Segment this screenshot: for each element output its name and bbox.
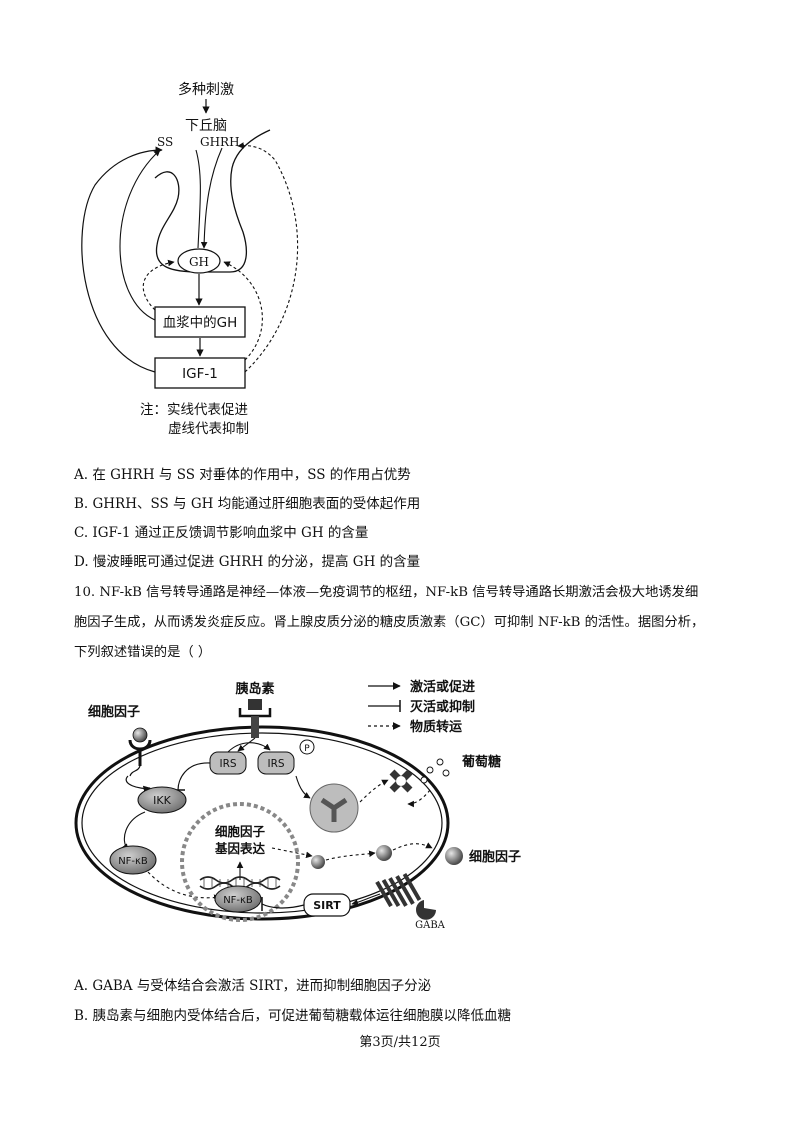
glucose-transporter-vesicle-icon — [309, 783, 359, 833]
cell-membrane — [74, 725, 450, 921]
igf1-box — [154, 357, 246, 389]
insulin-receptor-icon — [238, 699, 272, 738]
ikk-node — [137, 786, 187, 814]
plasma-gh-label: 血浆中的GH — [163, 315, 238, 331]
irs-label-1: IRS — [219, 758, 236, 770]
q9-option-b: B. GHRH、SS 与 GH 均能通过肝细胞表面的受体起作用 — [74, 496, 421, 512]
cytokine-right-label: 细胞因子 — [469, 849, 521, 865]
sirt-label: SIRT — [313, 899, 341, 912]
ss-label: SS — [157, 135, 173, 149]
igf1-label: IGF-1 — [182, 366, 218, 382]
legend-transport-label: 物质转运 — [410, 719, 462, 735]
ghrh-label: GHRH — [200, 135, 240, 149]
stimulus-label: 多种刺激 — [178, 81, 234, 98]
phosphate-icon — [299, 739, 315, 755]
q10-option-b: B. 胰岛素与细胞内受体结合后，可促进葡萄糖载体运往细胞膜以降低血糖 — [74, 1008, 512, 1024]
nfkb-nucleus-label: NF-κB — [223, 895, 253, 906]
glucose-label: 葡萄糖 — [461, 754, 501, 770]
gene-expression-label-2: 基因表达 — [214, 841, 266, 856]
legend: 激活或促进 灭活或抑制 物质转运 — [368, 679, 475, 735]
q10-option-a: A. GABA 与受体结合会激活 SIRT，进而抑制细胞因子分泌 — [74, 978, 432, 994]
q9-option-d: D. 慢波睡眠可通过促进 GHRH 的分泌，提高 GH 的含量 — [74, 554, 421, 570]
note-line-2: 虚线代表抑制 — [168, 421, 249, 437]
q10-stem-line-1: 10. NF-kB 信号转导通路是神经—体液—免疫调节的枢纽，NF-kB 信号转… — [74, 585, 699, 600]
gene-expression-label-1: 细胞因子 — [215, 824, 266, 839]
phosphate-label: P — [304, 744, 310, 754]
glucose-transporter-icon — [389, 769, 413, 793]
vesicle-1 — [311, 855, 325, 869]
irs-box-2 — [257, 751, 295, 775]
q9-option-a: A. 在 GHRH 与 SS 对垂体的作用中，SS 的作用占优势 — [74, 467, 411, 483]
nfkb-cytoplasm-node — [109, 845, 157, 875]
q10-stem-line-2: 胞因子生成，从而诱发炎症反应。肾上腺皮质分泌的糖皮质激素（GC）可抑制 NF-k… — [74, 615, 705, 630]
nfkb-nucleus-node — [214, 885, 262, 913]
gaba-icon — [416, 900, 436, 920]
cytokine-left-label: 细胞因子 — [88, 704, 140, 720]
note-line-1: 注：实线代表促进 — [140, 402, 248, 418]
insulin-label: 胰岛素 — [235, 681, 274, 697]
nfkb-cell-diagram: 激活或促进 灭活或抑制 物质转运 胰岛素 细胞因子 IRS IRS P IKK … — [74, 679, 521, 931]
gaba-receptor-icon — [375, 873, 422, 908]
nucleus — [180, 802, 300, 922]
vesicle-2 — [376, 845, 392, 861]
gaba-label: GABA — [415, 920, 446, 931]
irs-label-2: IRS — [267, 758, 284, 770]
nfkb-cytoplasm-label: NF-κB — [118, 856, 148, 867]
cytokine-secreted-icon — [445, 847, 463, 865]
cytokine-receptor-icon — [128, 727, 152, 777]
plasma-gh-box — [154, 306, 246, 338]
hypothalamus-label: 下丘脑 — [185, 118, 227, 134]
gh-node — [177, 248, 221, 274]
legend-inhibit-label: 灭活或抑制 — [409, 699, 475, 715]
legend-activate-label: 激活或促进 — [410, 679, 475, 695]
gh-label: GH — [189, 255, 209, 269]
page-number: 第3页/共12页 — [359, 1035, 441, 1050]
q10-stem-line-3: 下列叙述错误的是（ ） — [74, 645, 212, 660]
q9-option-c: C. IGF-1 通过正反馈调节影响血浆中 GH 的含量 — [74, 525, 369, 541]
ikk-label: IKK — [153, 794, 171, 807]
gh-regulation-diagram: 多种刺激 下丘脑 SS GHRH GH 血浆中的GH IGF-1 注：实线代表促… — [81, 81, 299, 437]
